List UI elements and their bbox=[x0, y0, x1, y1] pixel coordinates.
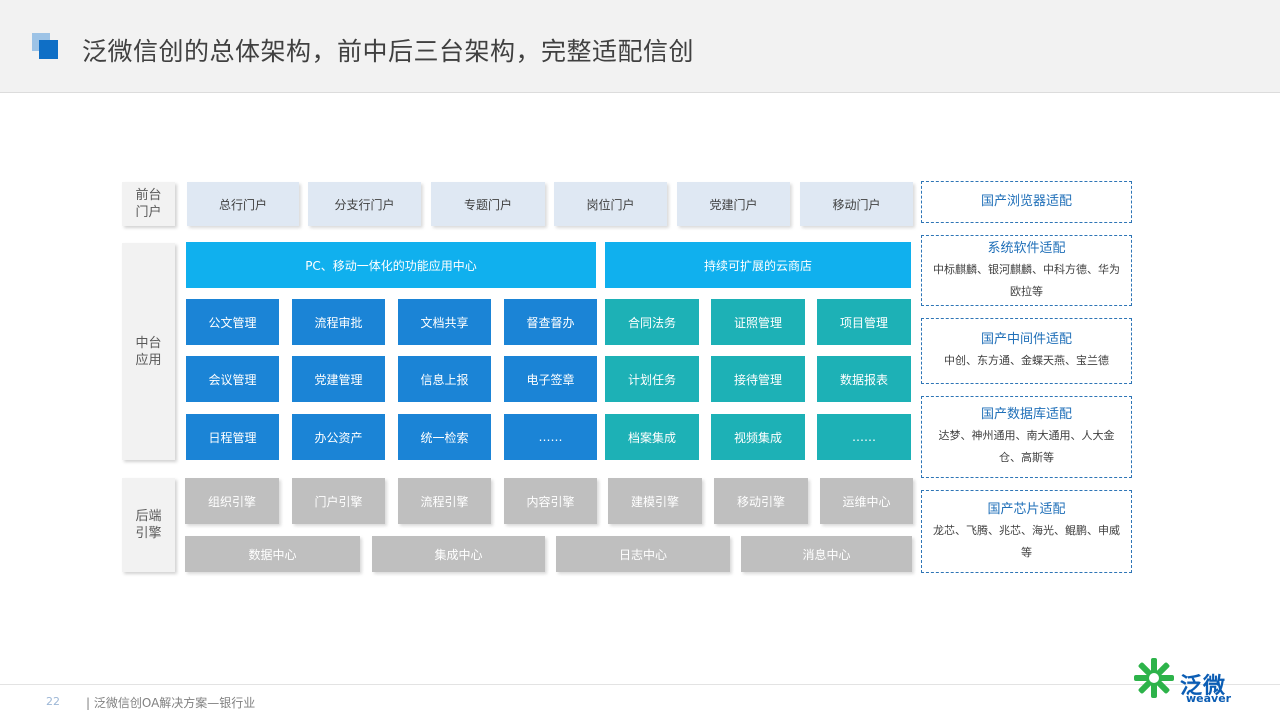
app-tile: 视频集成 bbox=[711, 414, 805, 460]
engine-tile: 建模引擎 bbox=[608, 478, 702, 524]
engine-tile: 组织引擎 bbox=[185, 478, 279, 524]
app-tile: 接待管理 bbox=[711, 356, 805, 402]
portal-box: 总行门户 bbox=[187, 182, 299, 226]
app-tile: 证照管理 bbox=[711, 299, 805, 345]
app-tile: 督查督办 bbox=[504, 299, 597, 345]
app-tile: 日程管理 bbox=[186, 414, 279, 460]
app-tile: …… bbox=[504, 414, 597, 460]
portal-box: 分支行门户 bbox=[308, 182, 421, 226]
engine-tile: 运维中心 bbox=[820, 478, 913, 524]
adapt-desc: 达梦、神州通用、南大通用、人大金仓、高斯等 bbox=[938, 429, 1115, 464]
engine-tile: 内容引擎 bbox=[504, 478, 597, 524]
adapt-desc: 中标麒麟、银河麒麟、中科方德、华为欧拉等 bbox=[933, 262, 1120, 298]
engine-tile: 门户引擎 bbox=[292, 478, 385, 524]
app-tile: 电子签章 bbox=[504, 356, 597, 402]
app-tile: 信息上报 bbox=[398, 356, 491, 402]
portal-box: 岗位门户 bbox=[554, 182, 667, 226]
row-label-back: 后端 引擎 bbox=[122, 478, 175, 572]
app-tile: 项目管理 bbox=[817, 299, 911, 345]
adapt-database-box: 国产数据库适配 达梦、神州通用、南大通用、人大金仓、高斯等 bbox=[921, 396, 1132, 478]
engine-tile: 流程引擎 bbox=[398, 478, 491, 524]
adapt-browser-box: 国产浏览器适配 bbox=[921, 181, 1132, 223]
app-tile: 流程审批 bbox=[292, 299, 385, 345]
row-label-middle: 中台 应用 bbox=[122, 243, 175, 460]
header-bar: 泛微信创的总体架构，前中后三台架构，完整适配信创 bbox=[0, 0, 1280, 93]
adapt-title: 系统软件适配 bbox=[987, 240, 1066, 256]
footer-text: | 泛微信创OA解决方案—银行业 bbox=[86, 696, 256, 710]
title-square-icon-front bbox=[39, 40, 58, 59]
center-tile: 数据中心 bbox=[185, 536, 360, 572]
adapt-os-box: 系统软件适配 中标麒麟、银河麒麟、中科方德、华为欧拉等 bbox=[921, 235, 1132, 306]
engine-tile: 移动引擎 bbox=[714, 478, 808, 524]
app-tile: 数据报表 bbox=[817, 356, 911, 402]
app-tile: 办公资产 bbox=[292, 414, 385, 460]
footer-divider bbox=[0, 684, 1280, 685]
weaver-logo-icon bbox=[1134, 658, 1174, 698]
app-tile: 计划任务 bbox=[605, 356, 699, 402]
logo-text-cn: 泛微 bbox=[1180, 674, 1227, 699]
app-tile: …… bbox=[817, 414, 911, 460]
app-tile: 档案集成 bbox=[605, 414, 699, 460]
adapt-title: 国产浏览器适配 bbox=[980, 194, 1072, 209]
adapt-desc: 中创、东方通、金蝶天燕、宝兰德 bbox=[944, 354, 1109, 367]
portal-box: 移动门户 bbox=[800, 182, 913, 226]
page-number: 22 bbox=[46, 695, 60, 708]
center-tile: 集成中心 bbox=[372, 536, 545, 572]
adapt-title: 国产芯片适配 bbox=[987, 501, 1066, 517]
app-tile: 合同法务 bbox=[605, 299, 699, 345]
logo-text-en: weaver bbox=[1186, 692, 1232, 705]
adapt-title: 国产中间件适配 bbox=[980, 332, 1072, 347]
app-tile: 公文管理 bbox=[186, 299, 279, 345]
adapt-desc: 龙芯、飞腾、兆芯、海光、鲲鹏、申威等 bbox=[933, 523, 1120, 559]
portal-box: 党建门户 bbox=[677, 182, 790, 226]
app-tile: 会议管理 bbox=[186, 356, 279, 402]
row-label-front: 前台 门户 bbox=[122, 182, 175, 226]
portal-box: 专题门户 bbox=[431, 182, 545, 226]
app-tile: 党建管理 bbox=[292, 356, 385, 402]
banner-app-center: PC、移动一体化的功能应用中心 bbox=[186, 242, 596, 288]
app-tile: 文档共享 bbox=[398, 299, 491, 345]
center-tile: 日志中心 bbox=[556, 536, 730, 572]
app-tile: 统一检索 bbox=[398, 414, 491, 460]
center-tile: 消息中心 bbox=[741, 536, 912, 572]
adapt-title: 国产数据库适配 bbox=[980, 407, 1072, 422]
page-title: 泛微信创的总体架构，前中后三台架构，完整适配信创 bbox=[82, 37, 695, 66]
adapt-chip-box: 国产芯片适配 龙芯、飞腾、兆芯、海光、鲲鹏、申威等 bbox=[921, 490, 1132, 573]
banner-cloud-store: 持续可扩展的云商店 bbox=[605, 242, 911, 288]
adapt-middleware-box: 国产中间件适配 中创、东方通、金蝶天燕、宝兰德 bbox=[921, 318, 1132, 384]
